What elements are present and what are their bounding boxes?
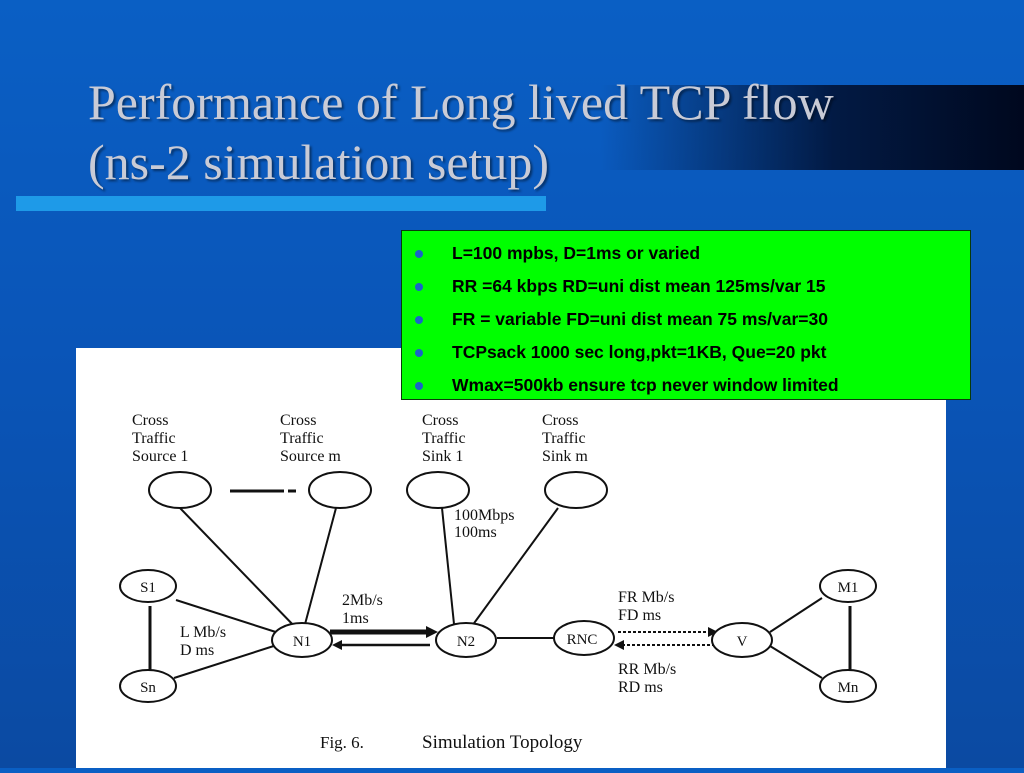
node-mn-label: Mn: [838, 680, 859, 696]
link-v-mn: [769, 645, 823, 679]
node-cross-sink-m: [544, 471, 608, 509]
bottleneck-reverse-arrowhead: [332, 640, 342, 650]
forward-rate-label: FR Mb/s: [618, 589, 674, 606]
topology-nodes: [119, 471, 877, 703]
link-srcm-n1: [303, 507, 337, 629]
parameter-text: FR = variable FD=uni dist mean 75 ms/var…: [452, 309, 828, 329]
cross-source-m-label-2: Traffic: [280, 430, 324, 447]
bottleneck-delay-label: 1ms: [342, 610, 369, 627]
parameter-text: RR =64 kbps RD=uni dist mean 125ms/var 1…: [452, 276, 826, 296]
bullet-dot-icon: [415, 382, 423, 390]
cross-link-rate-label: 100Mbps: [454, 507, 514, 524]
access-delay-label: D ms: [180, 642, 214, 659]
bullet-dot-icon: [415, 283, 423, 291]
link-sn-n1: [173, 643, 281, 679]
node-cross-source-1: [148, 471, 212, 509]
cross-source-m-label-1: Cross: [280, 412, 316, 429]
slide-title: Performance of Long lived TCP flow (ns-2…: [88, 72, 988, 192]
node-n2-label: N2: [457, 634, 475, 650]
parameter-item: L=100 mpbs, D=1ms or varied: [414, 237, 970, 270]
node-m1: [819, 569, 877, 603]
cross-source-1-label-2: Traffic: [132, 430, 176, 447]
cross-sink-m-label-3: Sink m: [542, 448, 588, 465]
cross-sink-m-label-2: Traffic: [542, 430, 586, 447]
bullet-dot-icon: [415, 316, 423, 324]
parameter-item: Wmax=500kb ensure tcp never window limit…: [414, 369, 970, 402]
node-s1-label: S1: [140, 580, 156, 596]
cross-source-1-label-3: Source 1: [132, 448, 188, 465]
title-shadow-band: [600, 85, 1024, 170]
title-line-1: Performance of Long lived TCP flow: [88, 74, 834, 130]
cross-sink-m-label-1: Cross: [542, 412, 578, 429]
cross-source-m-label-3: Source m: [280, 448, 341, 465]
node-cross-sink-1: [406, 471, 470, 509]
node-cross-source-m: [308, 471, 372, 509]
link-s1-n1: [175, 599, 283, 635]
bottleneck-forward-arrowhead: [426, 626, 438, 638]
parameters-list: L=100 mpbs, D=1ms or varied RR =64 kbps …: [414, 237, 970, 402]
node-n1: [271, 622, 333, 658]
topology-diagram: Cross Traffic Source 1 Cross Traffic Sou…: [119, 412, 877, 753]
reverse-dotted-arrowhead: [614, 640, 624, 650]
bullet-dot-icon: [415, 349, 423, 357]
parameter-text: TCPsack 1000 sec long,pkt=1KB, Que=20 pk…: [452, 342, 827, 362]
reverse-rate-label: RR Mb/s: [618, 661, 676, 678]
forward-delay-label: FD ms: [618, 607, 661, 624]
cross-sink-1-label-1: Cross: [422, 412, 458, 429]
node-rnc: [553, 620, 615, 656]
link-v-m1: [769, 597, 823, 633]
node-rnc-label: RNC: [567, 632, 598, 648]
node-n2: [435, 622, 497, 658]
node-n1-label: N1: [293, 634, 311, 650]
forward-dotted-arrowhead: [708, 627, 718, 637]
title-line-2: (ns-2 simulation setup): [88, 134, 550, 190]
parameter-item: FR = variable FD=uni dist mean 75 ms/var…: [414, 303, 970, 336]
parameter-item: RR =64 kbps RD=uni dist mean 125ms/var 1…: [414, 270, 970, 303]
figure-caption-text: Simulation Topology: [422, 732, 583, 753]
node-mn: [819, 669, 877, 703]
cross-sink-1-label-3: Sink 1: [422, 448, 463, 465]
node-sn-label: Sn: [140, 680, 156, 696]
node-sn: [119, 669, 177, 703]
title-underline: [16, 196, 546, 211]
node-s1: [119, 569, 177, 603]
node-m1-label: M1: [838, 580, 859, 596]
topology-links: [148, 507, 852, 679]
cross-source-1-label-1: Cross: [132, 412, 168, 429]
figure-caption-number: Fig. 6.: [320, 733, 364, 752]
parameter-text: L=100 mpbs, D=1ms or varied: [452, 243, 701, 263]
access-rate-label: L Mb/s: [180, 624, 226, 641]
topology-figure: Cross Traffic Source 1 Cross Traffic Sou…: [76, 348, 946, 768]
bullet-dot-icon: [415, 250, 423, 258]
parameters-box: L=100 mpbs, D=1ms or varied RR =64 kbps …: [401, 230, 971, 400]
link-sinkm-n2: [471, 507, 559, 627]
cross-sink-1-label-2: Traffic: [422, 430, 466, 447]
link-src1-n1: [179, 507, 299, 631]
cross-link-delay-label: 100ms: [454, 524, 497, 541]
parameter-item: TCPsack 1000 sec long,pkt=1KB, Que=20 pk…: [414, 336, 970, 369]
reverse-delay-label: RD ms: [618, 679, 663, 696]
node-v-label: V: [737, 634, 748, 650]
bottleneck-rate-label: 2Mb/s: [342, 592, 383, 609]
parameter-text: Wmax=500kb ensure tcp never window limit…: [452, 375, 839, 395]
node-v: [711, 622, 773, 658]
link-sink1-n2: [441, 507, 455, 625]
